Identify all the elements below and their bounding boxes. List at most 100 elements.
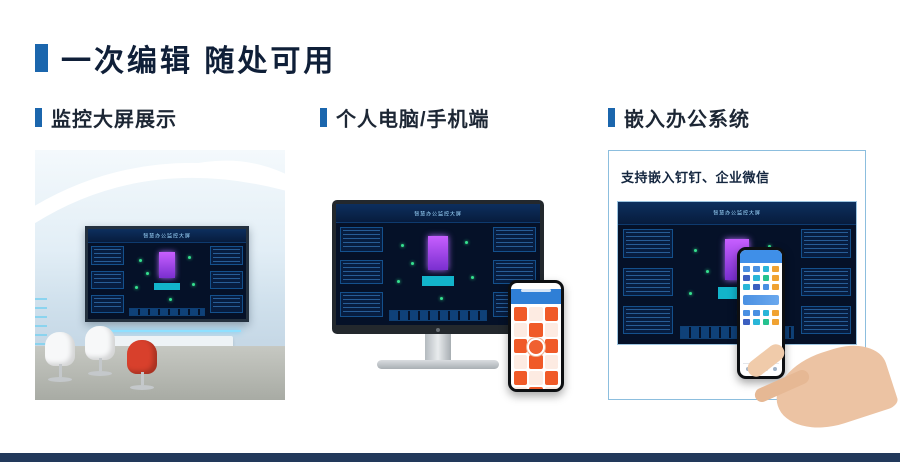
app-tile [514, 387, 528, 389]
app-tile [544, 339, 558, 353]
section-accent-bar [320, 107, 327, 127]
data-dot [689, 291, 693, 295]
data-dot [694, 248, 698, 252]
dashboard-screen: 智慧办公监控大屏 [618, 202, 856, 344]
dashboard-slot: 智慧办公监控大屏 [618, 202, 856, 344]
app-icon [772, 266, 779, 272]
dash-bottom-strip [129, 307, 205, 316]
dash-panel [801, 305, 852, 335]
app-icon [743, 310, 750, 316]
app-icon [772, 310, 779, 316]
dashboard-body [88, 243, 246, 319]
data-dot [411, 261, 415, 265]
dashboard-slot: 智慧办公监控大屏 [336, 204, 540, 325]
dashboard-header: 智慧办公监控大屏 [88, 229, 246, 244]
app-tile [529, 387, 543, 389]
dashboard-slot: 智慧办公监控大屏 [88, 229, 246, 319]
dash-center-block [154, 282, 180, 291]
dash-panel [801, 267, 852, 297]
title-accent-bar [35, 44, 48, 72]
dashboard-screen: 智慧办公监控大屏 [88, 229, 246, 319]
phone-app-header [511, 289, 561, 304]
dashboard-title: 智慧办公监控大屏 [713, 211, 761, 217]
bigscreen-photo: 智慧办公监控大屏 [35, 150, 285, 400]
app-banner [743, 295, 779, 305]
page-title: 一次编辑 随处可用 [35, 36, 336, 80]
app-icon [752, 284, 760, 290]
phone-screen [511, 283, 561, 389]
app-icon [762, 319, 770, 325]
wall-light-louvers [35, 298, 47, 352]
app-icon [762, 275, 770, 281]
section-label: 个人电脑/手机端 [336, 108, 490, 131]
dashboard-body [336, 223, 540, 325]
section-label: 嵌入办公系统 [624, 108, 750, 131]
app-icon [762, 310, 770, 316]
data-dot [470, 276, 474, 280]
app-icon [772, 275, 779, 281]
dash-panel [91, 294, 125, 313]
section-header-pc-mobile: 个人电脑/手机端 [320, 105, 576, 131]
dash-panel [493, 259, 536, 285]
dash-panel [622, 229, 673, 259]
app-tile [544, 355, 558, 369]
wall-mounted-screen: 智慧办公监控大屏 [85, 226, 249, 322]
app-icon [743, 284, 750, 290]
column-pc-mobile: 个人电脑/手机端 智慧办公监控大屏 [320, 105, 576, 400]
footer-bar [0, 453, 900, 462]
dashboard-title: 智慧办公监控大屏 [414, 211, 462, 217]
ceiling-light-swoosh [35, 160, 285, 224]
app-tile [514, 307, 528, 321]
app-tile [544, 323, 558, 337]
section-header-bigscreen: 监控大屏展示 [35, 105, 285, 131]
data-dot [401, 243, 405, 247]
dash-bottom-strip [389, 309, 487, 321]
column-bigscreen: 监控大屏展示 智慧办公监控大屏 [35, 105, 285, 400]
app-icon [743, 319, 750, 325]
dash-panel [622, 267, 673, 297]
section-header-office: 嵌入办公系统 [608, 105, 866, 131]
app-icon [772, 319, 779, 325]
app-icon [772, 284, 779, 290]
app-tile [514, 355, 528, 369]
data-dot [135, 285, 139, 289]
red-chair [127, 340, 157, 390]
dash-center-block [421, 276, 455, 287]
dashboard-header: 智慧办公监控大屏 [618, 202, 856, 225]
dash-panel [622, 305, 673, 335]
dash-panel [340, 292, 383, 317]
pc-mobile-illustration: 智慧办公监控大屏 [320, 150, 576, 400]
column-office: 嵌入办公系统 支持嵌入钉钉、企业微信 智慧办公监控大屏 [608, 105, 900, 442]
dash-center-tower [427, 235, 449, 271]
screen-glow-line [93, 330, 241, 332]
data-dot [138, 258, 142, 262]
app-icon [743, 266, 750, 272]
app-icon [762, 266, 770, 272]
data-dot [397, 280, 401, 284]
dash-center-block [717, 286, 757, 299]
monitor-stand-base [377, 360, 499, 369]
carpet-floor [35, 346, 285, 400]
app-tile [514, 371, 528, 385]
data-dot [168, 297, 172, 301]
data-dot [706, 270, 710, 274]
dash-panel [340, 227, 383, 252]
dashboard-screen: 智慧办公监控大屏 [336, 204, 540, 325]
office-note-text: 支持嵌入钉钉、企业微信 [621, 170, 770, 185]
app-icon [752, 310, 760, 316]
section-accent-bar [608, 107, 615, 127]
data-dot [464, 240, 468, 244]
app-icon [752, 319, 760, 325]
phone-app-grid [740, 307, 782, 328]
hand-holding-phone [727, 319, 900, 442]
app-icon [762, 284, 770, 290]
dash-panel [209, 270, 243, 289]
monitor-logo-dot [436, 328, 440, 332]
dash-panel [801, 229, 852, 259]
dashboard-header: 智慧办公监控大屏 [336, 204, 540, 224]
app-tile [529, 371, 543, 385]
office-dashboard-screenshot: 智慧办公监控大屏 [617, 201, 857, 345]
dash-panel [91, 246, 125, 265]
dash-panel [91, 270, 125, 289]
